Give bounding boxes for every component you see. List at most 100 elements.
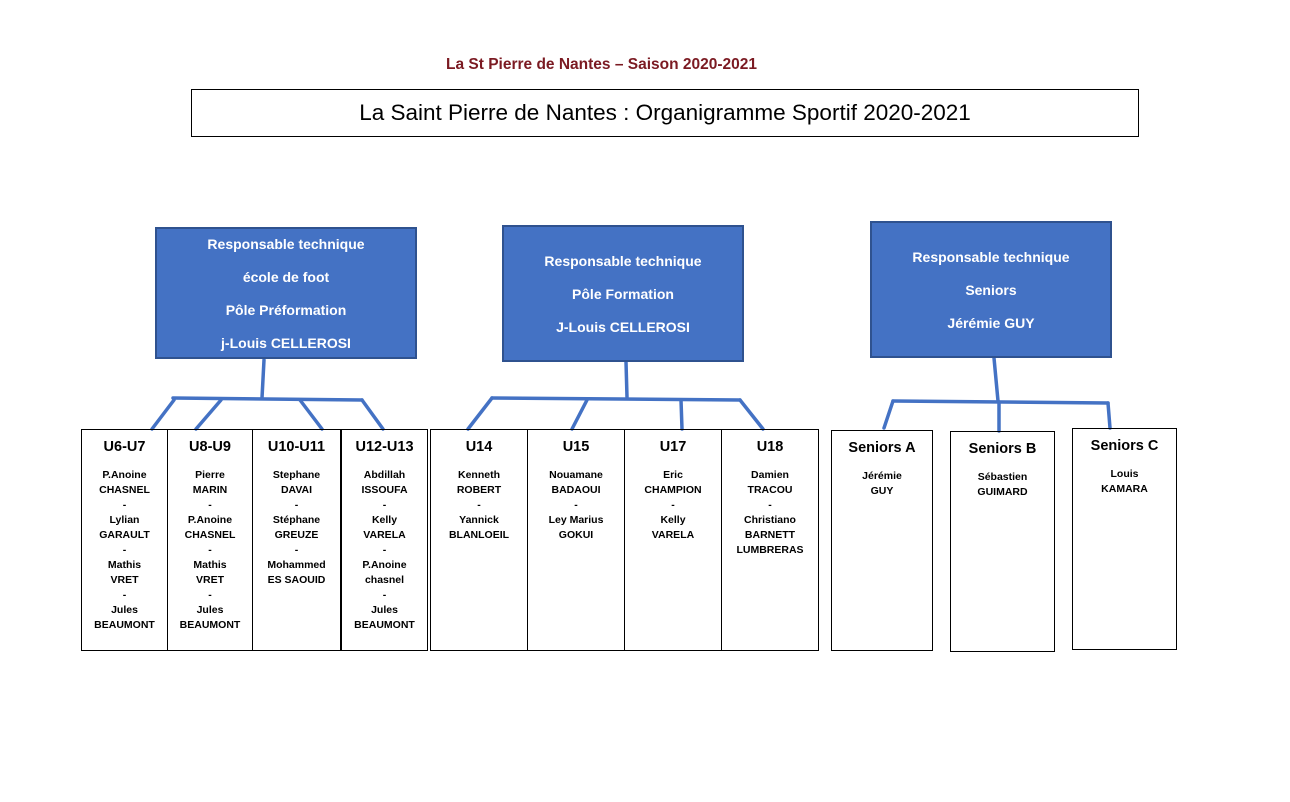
member-line: Kelly (371, 514, 398, 526)
member-line: GUY (870, 485, 894, 497)
resp-line: J-Louis CELLEROSI (556, 318, 690, 335)
member-line: Mathis (193, 559, 227, 571)
member-line: - (382, 589, 387, 601)
member-line: - (768, 499, 772, 511)
member-line: - (208, 589, 212, 601)
member-line: Kenneth (457, 469, 500, 481)
member-line: GARAULT (99, 529, 150, 541)
member-line: Pierre (195, 469, 225, 481)
member-line: - (208, 499, 212, 511)
member-line: Lylian (109, 514, 140, 526)
member-line: VARELA (363, 529, 406, 541)
member-line: - (294, 544, 299, 556)
connector-line (171, 396, 364, 402)
resp-line: Pôle Formation (572, 285, 674, 302)
member-line: Christiano (744, 514, 796, 526)
member-line: Jérémie (862, 470, 902, 482)
team-name: Seniors C (1090, 438, 1159, 454)
team-members: Damien TRACOU - Christiano BARNETT LUMBR… (736, 468, 803, 558)
team-box-seniors-b: Seniors B Sébastien GUIMARD (950, 431, 1055, 652)
member-line: ES SAOUID (267, 574, 326, 586)
member-line: CHASNEL (99, 484, 150, 496)
resp-line: Responsable technique (912, 248, 1070, 265)
member-line: P.Anoine (102, 469, 147, 481)
connector-line (490, 396, 742, 402)
team-column: U15 Nouamane BADAOUI - Ley Marius GOKUI (528, 430, 625, 650)
member-line: - (122, 499, 127, 511)
member-line: ISSOUFA (361, 484, 408, 496)
member-line: BEAUMONT (94, 619, 155, 631)
member-line: BLANLOEIL (448, 529, 510, 541)
member-line: BARNETT (744, 529, 796, 541)
connector-line (150, 398, 176, 431)
connector-line (992, 356, 1000, 403)
team-group-preformation: U6-U7 P.Anoine CHASNEL - Lylian GARAULT … (81, 429, 428, 651)
team-box-seniors-a: Seniors A Jérémie GUY (831, 430, 933, 651)
team-members: Kenneth ROBERT - Yannick BLANLOEIL (449, 468, 509, 543)
resp-line: Seniors (965, 281, 1017, 298)
member-line: Kelly (660, 514, 686, 526)
member-line: - (294, 499, 299, 511)
member-line: - (574, 499, 578, 511)
member-line: - (122, 544, 127, 556)
member-line: Stephane (272, 469, 321, 481)
member-line: Ley Marius (548, 514, 604, 526)
member-line: - (122, 589, 127, 601)
member-line: Damien (751, 469, 789, 481)
member-line: VARELA (651, 529, 695, 541)
member-line: - (208, 544, 212, 556)
member-line: GUIMARD (977, 486, 1028, 498)
member-line: TRACOU (747, 484, 793, 496)
member-line: - (382, 544, 387, 556)
resp-line: j-Louis CELLEROSI (221, 334, 351, 351)
member-line: Stéphane (272, 514, 321, 526)
team-name: U6-U7 (103, 439, 146, 455)
responsable-box-formation: Responsable technique Pôle Formation J-L… (502, 225, 744, 362)
resp-line: Jérémie GUY (947, 314, 1035, 331)
member-line: GREUZE (274, 529, 319, 541)
member-line: BEAUMONT (179, 619, 241, 631)
member-line: LUMBRERAS (736, 544, 804, 556)
team-name: U15 (562, 439, 590, 455)
team-name: U17 (659, 439, 687, 455)
resp-line: école de foot (242, 268, 330, 285)
member-line: VRET (195, 574, 224, 586)
member-line: CHASNEL (184, 529, 236, 541)
team-column: U18 Damien TRACOU - Christiano BARNETT L… (722, 430, 818, 650)
team-name: U12-U13 (355, 439, 414, 455)
team-name: U10-U11 (267, 439, 326, 455)
member-line: Mohammed (267, 559, 326, 571)
team-column: U17 Eric CHAMPION - Kelly VARELA (625, 430, 722, 650)
responsable-box-ecole-de-foot: Responsable technique école de foot Pôle… (155, 227, 417, 359)
team-name: U8-U9 (189, 439, 231, 455)
member-line: VRET (110, 574, 139, 586)
member-line: Nouamane (549, 469, 603, 481)
team-column: U14 Kenneth ROBERT - Yannick BLANLOEIL (431, 430, 528, 650)
member-line: - (671, 499, 675, 511)
resp-line: Pôle Préformation (225, 301, 347, 318)
resp-line: Responsable technique (207, 235, 365, 252)
member-line: Mathis (107, 559, 142, 571)
connector-line (1106, 401, 1112, 430)
connector-line (194, 398, 223, 431)
team-column: U8-U9 Pierre MARIN - P.Anoine CHASNEL - … (168, 430, 253, 650)
member-line: - (382, 499, 387, 511)
connector-line (570, 398, 589, 431)
team-box-seniors-c: Seniors C Louis KAMARA (1072, 428, 1177, 650)
member-line: Abdillah (363, 469, 406, 481)
page-title-box: La Saint Pierre de Nantes : Organigramme… (191, 89, 1139, 137)
member-line: Jules (111, 604, 138, 616)
member-line: chasnel (364, 574, 405, 586)
team-members: Nouamane BADAOUI - Ley Marius GOKUI (549, 468, 604, 543)
team-name: U14 (465, 439, 493, 455)
member-line: MARIN (192, 484, 228, 496)
member-line: P.Anoine (362, 559, 407, 571)
team-group-formation: U14 Kenneth ROBERT - Yannick BLANLOEIL U… (430, 429, 819, 651)
responsable-box-seniors: Responsable technique Seniors Jérémie GU… (870, 221, 1112, 358)
member-line: ROBERT (456, 484, 502, 496)
member-line: Yannick (459, 514, 499, 526)
team-members: Eric CHAMPION - Kelly VARELA (644, 468, 701, 543)
member-line: DAVAI (280, 484, 313, 496)
team-members: P.Anoine CHASNEL - Lylian GARAULT - Math… (94, 468, 155, 633)
